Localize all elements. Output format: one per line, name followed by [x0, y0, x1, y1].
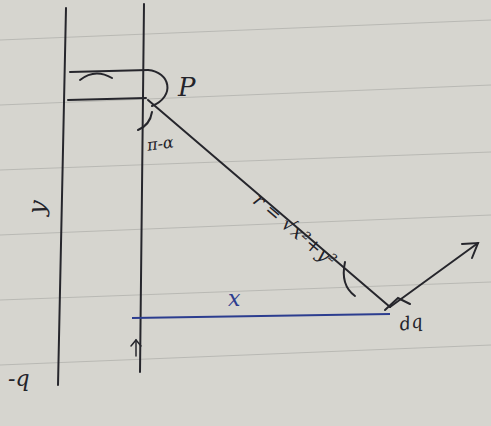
- small-arrow: [135, 340, 137, 356]
- notebook-rules: [0, 20, 491, 365]
- angle-arc: [344, 262, 355, 296]
- angle-arc: [138, 112, 152, 130]
- element-mark: [385, 298, 410, 310]
- arrowhead: [131, 340, 141, 346]
- rod-edge: [140, 4, 144, 372]
- distance-line: [148, 100, 390, 307]
- arrowhead: [462, 243, 478, 258]
- rod-edge: [58, 8, 66, 385]
- strip-mark: [80, 73, 112, 80]
- axis-label: y: [24, 199, 50, 217]
- x-distance-line: [132, 314, 390, 318]
- point-label: P: [178, 74, 196, 100]
- field-arrow: [390, 243, 478, 307]
- element-label: dq: [398, 312, 424, 334]
- charge-label: -q: [8, 368, 30, 390]
- charge-strip: [68, 98, 146, 100]
- angle-arc: [148, 70, 167, 106]
- angle-label: π-α: [146, 134, 175, 154]
- charge-strip: [70, 70, 148, 72]
- distance-label: r = √x²+y²: [250, 190, 340, 270]
- axis-label: x: [228, 288, 240, 310]
